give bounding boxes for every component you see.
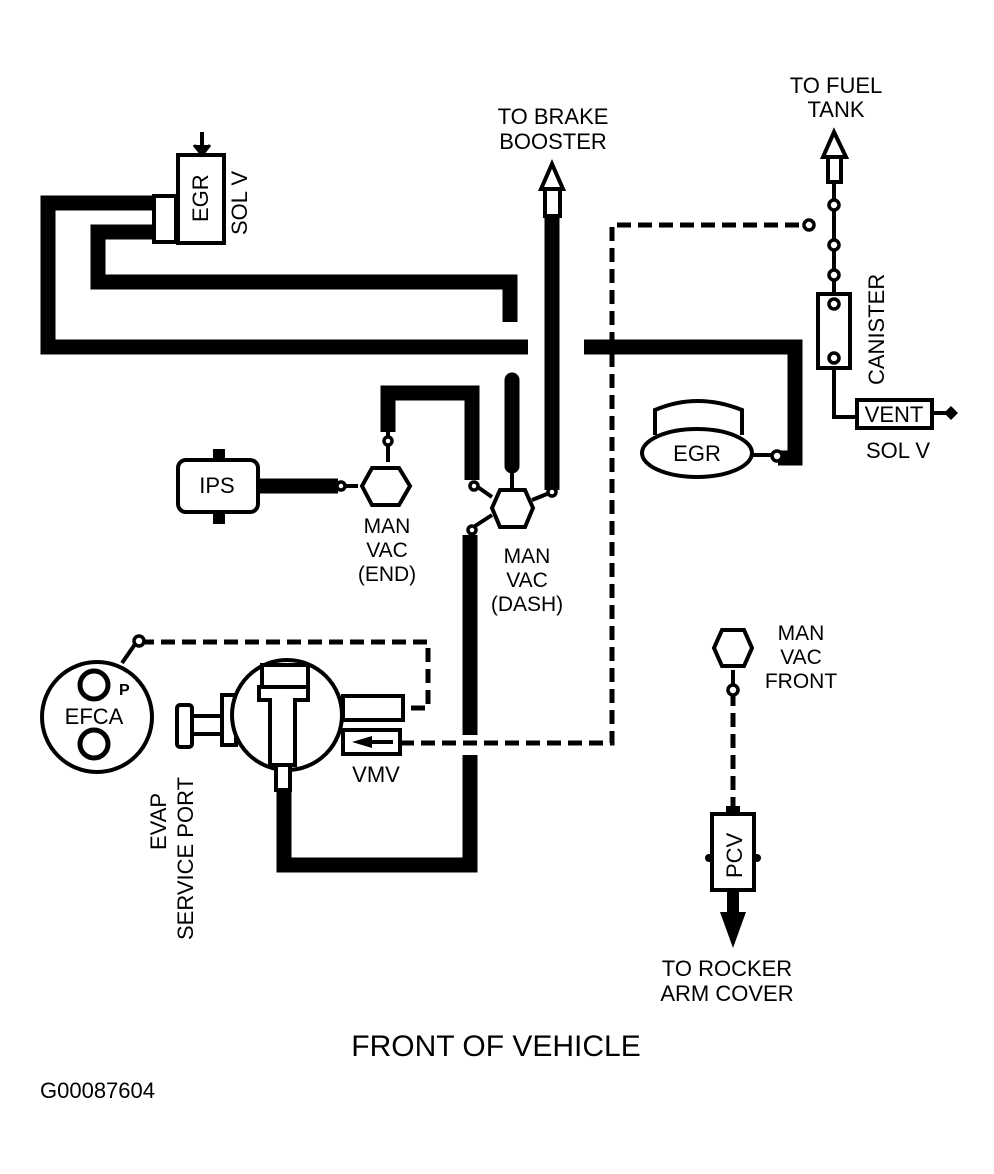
efca-mark: P (119, 682, 130, 699)
man-vac-front-fitting[interactable] (711, 628, 755, 697)
man-vac-end-label-2: VAC (366, 539, 408, 562)
ips-sensor[interactable]: IPS (176, 449, 260, 524)
hose-egr-valve (584, 339, 803, 466)
man-vac-dash-label-1: MAN (504, 545, 551, 568)
figure-id: G00087604 (40, 1078, 155, 1103)
evap-label-2: SERVICE PORT (173, 777, 198, 940)
fuel-tank-label-2: TANK (807, 97, 864, 122)
vent-label: VENT (865, 402, 924, 427)
canister-line-port-2 (827, 268, 841, 282)
rocker-label-1: TO ROCKER (662, 956, 792, 981)
evap-service-port[interactable] (175, 703, 224, 749)
egr-valve[interactable]: EGR (640, 399, 784, 479)
egr-sol-v-valve[interactable]: EGR SOL V (152, 132, 252, 245)
man-vac-front-label-2: VAC (780, 646, 822, 669)
vmv-label: VMV (352, 762, 400, 787)
dashed-line-vmv-canister (400, 222, 810, 746)
hose-vmv-bottom-loop (276, 755, 478, 873)
fuel-line-port (827, 198, 841, 212)
ips-label: IPS (199, 473, 234, 498)
man-vac-end-label-1: MAN (364, 515, 411, 538)
brake-booster-label-1: TO BRAKE (498, 104, 609, 129)
hose-egr-sol-outer (40, 195, 528, 355)
purge-line-port (802, 218, 816, 232)
man-vac-front-label-3: FRONT (765, 670, 837, 693)
egr-sol-v-sub-label: SOL V (227, 171, 252, 235)
evap-label-1: EVAP (146, 793, 171, 850)
canister-label: CANISTER (864, 274, 889, 385)
vmv-valve[interactable] (220, 658, 405, 792)
pcv-label: PCV (722, 832, 747, 878)
front-of-vehicle-caption: FRONT OF VEHICLE (351, 1030, 640, 1063)
egr-valve-label: EGR (673, 441, 721, 466)
rocker-label-2: ARM COVER (660, 981, 793, 1006)
canister-line-port-1 (827, 238, 841, 252)
man-vac-dash-label-2: VAC (506, 569, 548, 592)
fuel-tank-arrow-icon (819, 127, 850, 184)
brake-booster-label-2: BOOSTER (499, 129, 607, 154)
efca-connector[interactable]: P EFCA (40, 634, 154, 774)
man-vac-dash-fitting[interactable] (466, 480, 558, 536)
vent-sol-v-sub-label: SOL V (866, 438, 930, 463)
brake-booster-arrow-icon (537, 159, 567, 218)
pcv-valve[interactable]: PCV (705, 806, 761, 948)
connector-canister-vent (832, 355, 857, 419)
man-vac-dash-label-3: (DASH) (491, 593, 563, 616)
man-vac-end-label-3: (END) (358, 563, 416, 586)
dashed-line-efca-vmv (140, 639, 431, 711)
egr-sol-v-label: EGR (188, 174, 213, 222)
fuel-tank-label-1: TO FUEL (790, 73, 883, 98)
man-vac-end-fitting[interactable] (335, 435, 413, 507)
hose-man-vac-end-bracket (380, 385, 480, 480)
hose-egr-sol-inner (90, 224, 518, 322)
canister[interactable] (816, 292, 852, 370)
rocker-arrow-icon (720, 912, 746, 948)
efca-label: EFCA (65, 704, 124, 729)
man-vac-front-label-1: MAN (778, 622, 825, 645)
vent-sol-v-valve[interactable]: VENT (855, 398, 958, 430)
